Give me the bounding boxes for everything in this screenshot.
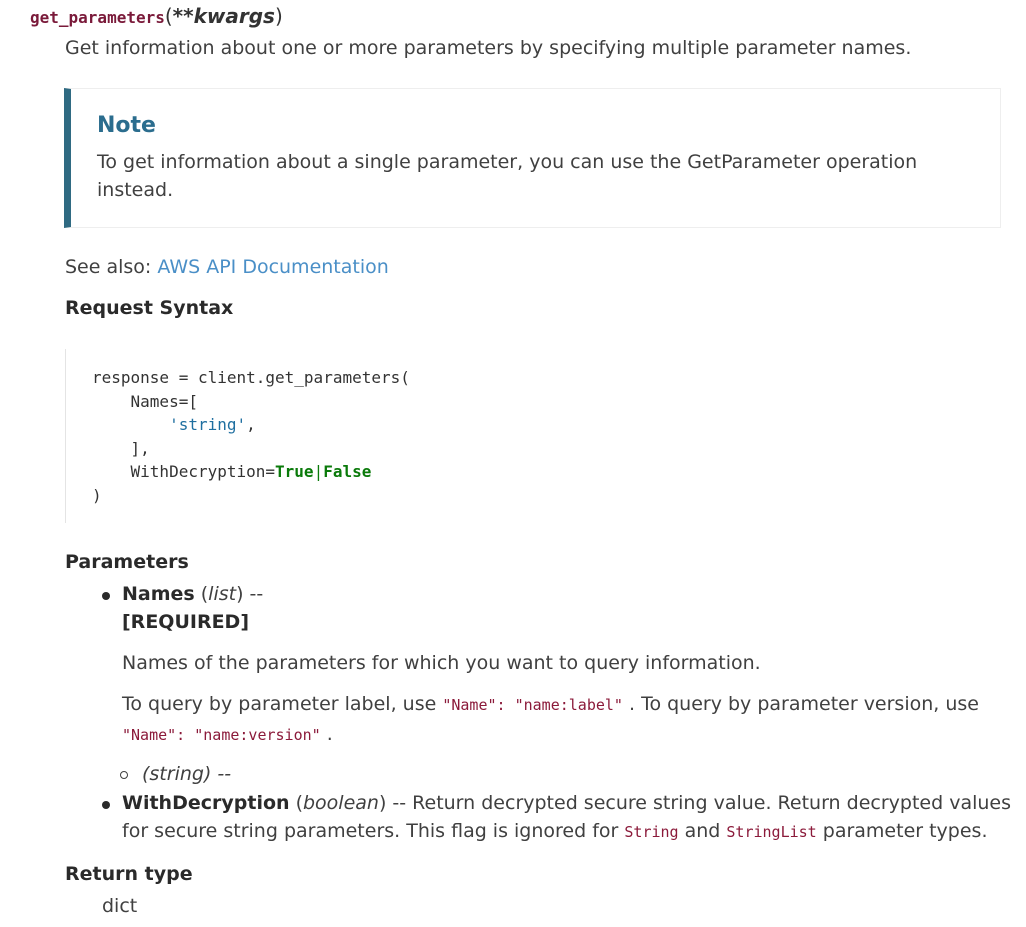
return-type-value: dict — [102, 895, 138, 917]
aws-api-documentation-link[interactable]: AWS API Documentation — [157, 256, 389, 278]
param-names-label-line1: To query by parameter label, use "Name":… — [122, 693, 979, 715]
param-names-type-close: ) -- — [236, 583, 264, 605]
method-signature: get_parameters(**kwargs) — [30, 4, 283, 28]
label-text-3: . — [320, 723, 333, 745]
close-paren: ) — [274, 4, 283, 28]
param-names-required: [REQUIRED] — [122, 611, 249, 633]
param-with-decryption-line2: for secure string parameters. This flag … — [122, 820, 988, 842]
required-label: [REQUIRED] — [122, 611, 250, 633]
bullet-icon — [102, 801, 110, 809]
wd-code-stringlist: StringList — [726, 823, 817, 841]
code-true-keyword: True — [275, 462, 314, 481]
note-title: Note — [97, 113, 156, 138]
code-pipe: | — [313, 462, 324, 481]
code-string-literal: 'string' — [169, 415, 247, 434]
wd-text-2: and — [678, 820, 727, 842]
param-wd-type: boolean — [302, 792, 379, 814]
param-names: Names (list) -- — [122, 583, 263, 605]
wd-text-1: for secure string parameters. This flag … — [122, 820, 625, 842]
code-line-3-indent — [92, 415, 169, 434]
code-content: response = client.get_parameters( Names=… — [92, 366, 410, 507]
note-body: To get information about a single parame… — [97, 151, 918, 201]
param-wd-type-close: ) -- Return decrypted secure string valu… — [378, 792, 1011, 814]
sub-bullet-icon — [120, 771, 128, 779]
method-description: Get information about one or more parame… — [65, 37, 912, 59]
param-names-type-open: ( — [194, 583, 209, 605]
see-also: See also: AWS API Documentation — [65, 256, 389, 278]
param-names-type: list — [208, 583, 237, 605]
method-name: get_parameters — [30, 8, 165, 27]
param-names-name: Names — [122, 583, 195, 605]
wd-code-string: String — [624, 823, 679, 841]
param-with-decryption-name: WithDecryption — [122, 792, 290, 814]
parameters-heading: Parameters — [65, 551, 189, 573]
label-code-1: "Name": "name:label" — [442, 696, 623, 714]
param-names-description: Names of the parameters for which you wa… — [122, 652, 761, 674]
code-line-3-comma: , — [246, 415, 256, 434]
code-line-4: ], — [92, 438, 150, 458]
method-args: **kwargs — [172, 4, 275, 28]
code-line-2: Names=[ — [92, 391, 198, 411]
bullet-icon — [102, 592, 110, 600]
label-text-1: To query by parameter label, use — [122, 693, 443, 715]
param-names-label-line2: "Name": "name:version" . — [122, 723, 333, 745]
param-with-decryption: WithDecryption (boolean) -- Return decry… — [122, 792, 1011, 814]
param-names-subitem: (string) -- — [142, 763, 232, 785]
label-code-2: "Name": "name:version" — [122, 726, 321, 744]
code-line-5-prefix: WithDecryption= — [92, 462, 276, 481]
see-also-prefix: See also: — [65, 256, 158, 278]
open-paren: ( — [164, 4, 173, 28]
label-text-2: . To query by parameter version, use — [622, 693, 979, 715]
note-box: Note To get information about a single p… — [64, 88, 1001, 228]
request-syntax-code-block: response = client.get_parameters( Names=… — [65, 349, 526, 523]
param-wd-type-open: ( — [289, 792, 303, 814]
code-line-6: ) — [92, 485, 102, 505]
code-false-keyword: False — [323, 462, 372, 481]
return-type-heading: Return type — [65, 863, 193, 885]
request-syntax-heading: Request Syntax — [65, 297, 234, 319]
code-line-1: response = client.get_parameters( — [92, 368, 410, 387]
wd-text-3: parameter types. — [816, 820, 988, 842]
